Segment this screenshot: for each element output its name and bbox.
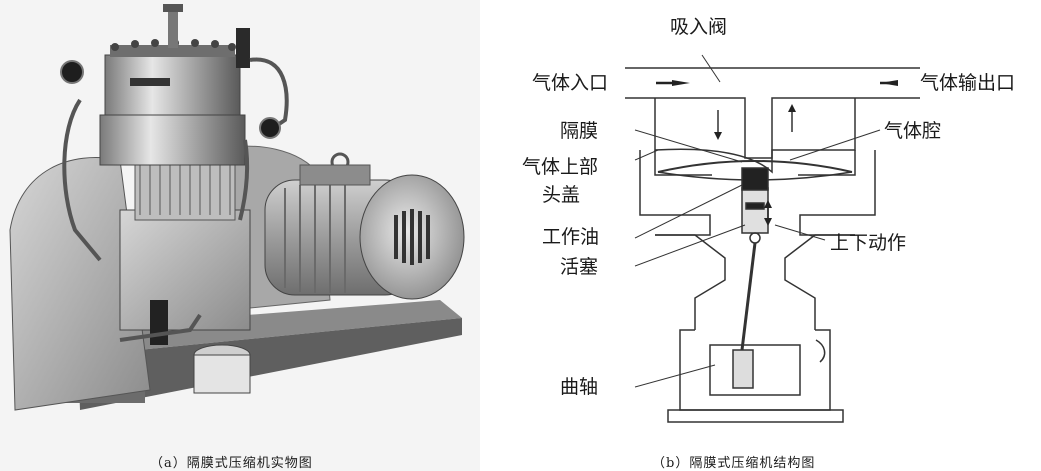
label-suction-valve: 吸入阀 bbox=[670, 16, 728, 38]
leader-upper-head bbox=[634, 149, 659, 161]
leader-gas-chamber bbox=[789, 129, 881, 161]
label-up-down: 上下动作 bbox=[830, 232, 907, 254]
discharge-pipe bbox=[249, 57, 289, 132]
leader-up-down bbox=[774, 224, 826, 241]
cylinder-fins bbox=[134, 159, 236, 221]
piston-pin bbox=[749, 232, 761, 244]
crank-web bbox=[732, 349, 754, 389]
diaphragm-curve bbox=[657, 160, 853, 173]
leader-piston bbox=[634, 224, 746, 267]
relief-valve bbox=[236, 28, 250, 68]
oil-pipe-left bbox=[62, 98, 102, 262]
passage-bottom-wall bbox=[625, 97, 920, 159]
up-arrow-head bbox=[788, 104, 796, 112]
label-gas-chamber: 气体腔 bbox=[884, 120, 942, 142]
label-working-oil: 工作油 bbox=[542, 226, 600, 248]
label-gas-inlet: 气体入口 bbox=[532, 72, 609, 94]
photo-panel: （a）隔膜式压缩机实物图 bbox=[0, 0, 480, 471]
front-pipe bbox=[119, 313, 202, 342]
label-upper-head-line2: 头盖 bbox=[542, 184, 581, 206]
connecting-rod bbox=[740, 242, 757, 351]
top-valve-cap bbox=[163, 4, 183, 12]
label-crankshaft: 曲轴 bbox=[560, 376, 599, 398]
piston-ring bbox=[745, 202, 765, 210]
motor-vent-slots bbox=[394, 209, 430, 265]
working-oil-column bbox=[741, 167, 769, 191]
structure-diagram-panel: 吸入阀 气体入口 气体输出口 隔膜 气体腔 气体上部 头盖 工作油 上下动作 活… bbox=[480, 0, 1041, 471]
head-flange bbox=[110, 45, 235, 57]
upper-head-outline bbox=[654, 98, 856, 174]
rotation-arc bbox=[815, 339, 826, 363]
leader-crankshaft bbox=[634, 364, 716, 388]
label-gas-outlet: 气体输出口 bbox=[920, 72, 1016, 94]
piston-up-arrow bbox=[764, 200, 772, 208]
filter-body bbox=[193, 354, 251, 394]
head-bolts bbox=[111, 39, 236, 51]
caption-b: （b）隔膜式压缩机结构图 bbox=[652, 456, 816, 471]
crankcase bbox=[119, 209, 251, 331]
leader-suction-valve bbox=[701, 54, 721, 83]
nameplate bbox=[130, 78, 170, 86]
structure-diagram bbox=[625, 54, 920, 423]
label-diaphragm: 隔膜 bbox=[560, 120, 599, 142]
upper-head-left-edge bbox=[654, 150, 712, 176]
oil-sight bbox=[150, 300, 168, 345]
head-left-body bbox=[639, 150, 711, 236]
oil-pipe-right bbox=[238, 139, 250, 221]
cylinder-left-wall bbox=[655, 234, 726, 330]
head-right-body bbox=[799, 150, 876, 236]
pressure-gauge-right bbox=[259, 117, 281, 139]
crankcase-outline bbox=[679, 329, 831, 411]
piston bbox=[741, 187, 769, 234]
caption-a: （a）隔膜式压缩机实物图 bbox=[150, 456, 313, 471]
base-plate bbox=[667, 409, 844, 423]
motor-fins bbox=[284, 184, 346, 293]
crankcase-inner bbox=[709, 344, 801, 396]
label-piston: 活塞 bbox=[560, 256, 599, 278]
top-valve bbox=[168, 8, 178, 48]
inlet-flow-arrow bbox=[672, 80, 690, 86]
cylinder-right-wall bbox=[784, 234, 855, 330]
head-lower-plate bbox=[99, 114, 246, 166]
leader-working-oil bbox=[634, 184, 743, 239]
upper-head-right-edge bbox=[798, 150, 856, 176]
piston-down-arrow bbox=[764, 218, 772, 226]
base-frame-front bbox=[78, 318, 462, 410]
terminal-box bbox=[299, 164, 371, 186]
down-arrow-head bbox=[714, 132, 722, 140]
head-upper-plate bbox=[104, 54, 241, 116]
label-upper-head-line1: 气体上部 bbox=[522, 156, 599, 178]
leader-diaphragm bbox=[634, 129, 743, 163]
pressure-gauge-left bbox=[60, 60, 84, 84]
compressor-photo-illustration bbox=[0, 0, 480, 471]
